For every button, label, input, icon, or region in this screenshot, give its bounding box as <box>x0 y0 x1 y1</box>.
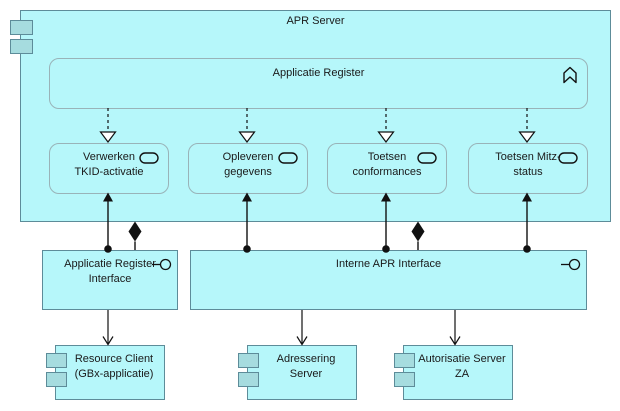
service-label: gegevens <box>224 165 272 178</box>
applicatie-register-function[interactable]: Applicatie Register <box>49 58 588 109</box>
component-icon <box>10 39 33 54</box>
component-icon <box>10 20 33 35</box>
component-icon <box>238 372 259 387</box>
autorisatie-server-component[interactable]: Autorisatie Server ZA <box>394 345 513 400</box>
service-label: Opleveren <box>222 151 274 163</box>
composition-diamond[interactable] <box>411 221 425 251</box>
service-label: TKID-activatie <box>74 165 144 178</box>
interne-apr-interface[interactable]: Interne APR Interface <box>190 250 587 310</box>
interface-label: Interne APR Interface <box>335 258 442 270</box>
service-label: status <box>513 165 543 178</box>
resource-client-component[interactable]: Resource Client (GBx-applicatie) <box>46 345 165 400</box>
component-icon <box>394 353 415 368</box>
component-label: Adressering <box>276 353 336 365</box>
component-label: (GBx-applicatie) <box>74 367 154 380</box>
component-icon <box>46 353 67 368</box>
service-opleveren-gegevens[interactable]: Opleveren gegevens <box>188 143 308 194</box>
component-label: Server <box>289 367 323 380</box>
service-label: Toetsen <box>367 151 407 163</box>
component-label: Resource Client <box>74 353 154 365</box>
service-verwerken-tkid-activatie[interactable]: Verwerken TKID-activatie <box>49 143 169 194</box>
interface-label: Interface <box>88 272 132 285</box>
apr-server-label: APR Server <box>286 15 345 27</box>
service-icon <box>139 152 159 167</box>
function-icon <box>561 66 579 87</box>
component-icon <box>238 353 259 368</box>
applicatie-register-interface[interactable]: Applicatie Register Interface <box>42 250 178 310</box>
adressering-server-component[interactable]: Adressering Server <box>238 345 357 400</box>
interface-icon <box>152 258 172 274</box>
serving-arrow[interactable] <box>102 310 114 346</box>
interface-icon <box>561 258 581 274</box>
applicatie-register-label: Applicatie Register <box>272 67 365 79</box>
serving-arrow[interactable] <box>296 310 308 346</box>
service-icon <box>278 152 298 167</box>
component-label: Autorisatie Server <box>418 353 506 365</box>
service-toetsen-conformances[interactable]: Toetsen conformances <box>327 143 447 194</box>
apr-server-component[interactable]: APR Server Applicatie Register Verwerken… <box>10 10 611 222</box>
component-icon <box>394 372 415 387</box>
service-label: Toetsen Mitz- <box>495 151 561 163</box>
service-icon <box>558 152 578 167</box>
component-icon <box>46 372 67 387</box>
service-toetsen-mitz-status[interactable]: Toetsen Mitz- status <box>468 143 588 194</box>
composition-diamond[interactable] <box>128 221 142 251</box>
interface-label: Applicatie Register <box>64 258 156 270</box>
service-icon <box>417 152 437 167</box>
service-label: Verwerken <box>83 151 135 163</box>
component-label: ZA <box>454 367 470 380</box>
serving-arrow[interactable] <box>449 310 461 346</box>
service-label: conformances <box>352 165 422 178</box>
